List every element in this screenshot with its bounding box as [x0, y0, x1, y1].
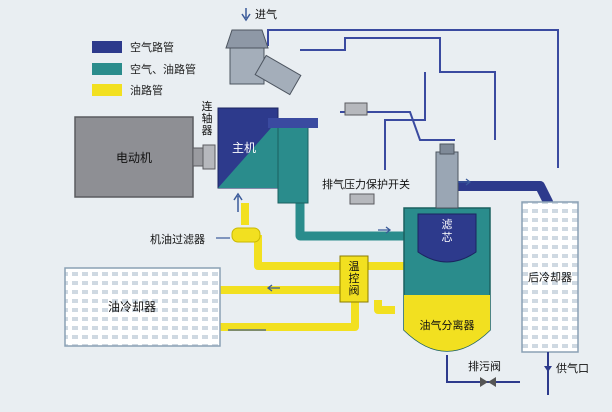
intake-label: 进气: [255, 7, 277, 21]
drain-valve-label: 排污阀: [468, 359, 501, 373]
intake-filter: [225, 29, 269, 49]
drain-valve-icon: [480, 377, 496, 387]
motor-shaft: [192, 147, 204, 167]
check-valve-body: [349, 193, 375, 205]
main-unit-oil-end: [218, 120, 278, 188]
motor: 电动机: [74, 116, 204, 198]
coupling: 连轴器: [202, 100, 216, 170]
oil-separator: 滤芯 油气分离器: [403, 143, 491, 352]
control-lines: [267, 29, 559, 170]
drain-valve: 排污阀: [446, 355, 520, 387]
air-flow-arrow-icon: [458, 178, 472, 186]
intake-assembly: 进气: [225, 7, 302, 96]
legend-swatch-oil: [92, 84, 122, 96]
after-cooler-body: [521, 201, 579, 353]
thermo-valve-label: 温控阀: [349, 260, 360, 297]
after-cooler-label: 后冷却器: [528, 271, 572, 284]
pressure-switch-body: [344, 102, 368, 116]
oil-cooler-label: 油冷却器: [108, 300, 156, 314]
main-unit-label: 主机: [232, 141, 256, 155]
separator-oil-level: [404, 295, 490, 351]
valve-cap: [439, 143, 455, 155]
main-unit-top-plate: [268, 118, 318, 128]
thermo-valve: 温控阀: [339, 255, 369, 303]
outlet-valve-icon: [544, 366, 552, 372]
outlet-label: 供气口: [556, 361, 589, 375]
min-pressure-valve: [435, 151, 459, 209]
intake-actuator: [254, 54, 302, 96]
intake-valve: [229, 47, 265, 85]
pressure-switch: 排气压力保护开关: [322, 102, 410, 205]
main-unit-discharge: [277, 124, 309, 204]
oil-cooler: 油冷却器: [64, 267, 266, 347]
oil-filter-label: 机油过滤器: [150, 232, 205, 246]
main-unit: 主机: [217, 107, 318, 212]
air-oil-pipes: [295, 200, 420, 241]
air-pipes: [441, 181, 553, 207]
flow-arrows: [266, 178, 472, 292]
intake-arrow-icon: [241, 8, 251, 22]
oil-cooler-body: [64, 267, 221, 347]
coupling-label: 连轴器: [202, 100, 213, 137]
legend-label-oil: 油路管: [130, 83, 163, 97]
legend-label-air: 空气路管: [130, 40, 174, 54]
coupling-body: [202, 144, 216, 170]
legend-label-air-oil: 空气、油路管: [130, 62, 196, 76]
air-oil-arrow-icon: [378, 226, 392, 234]
oil-return-arrow-icon: [266, 284, 280, 292]
after-cooler: 后冷却器 供气口: [521, 201, 589, 395]
oil-filter-body: [231, 227, 261, 243]
motor-body: [74, 116, 194, 198]
separator-label: 油气分离器: [420, 318, 475, 332]
filter-core-label: 滤芯: [442, 218, 453, 244]
legend: 空气路管 空气、油路管 油路管: [92, 40, 196, 97]
thermo-valve-body: [339, 255, 369, 303]
pressure-switch-label: 排气压力保护开关: [322, 177, 410, 191]
legend-swatch-air: [92, 41, 122, 53]
main-oil-arrow-icon: [233, 192, 243, 212]
filter-element: [417, 213, 477, 263]
legend-swatch-air-oil: [92, 63, 122, 75]
motor-label: 电动机: [116, 151, 152, 165]
